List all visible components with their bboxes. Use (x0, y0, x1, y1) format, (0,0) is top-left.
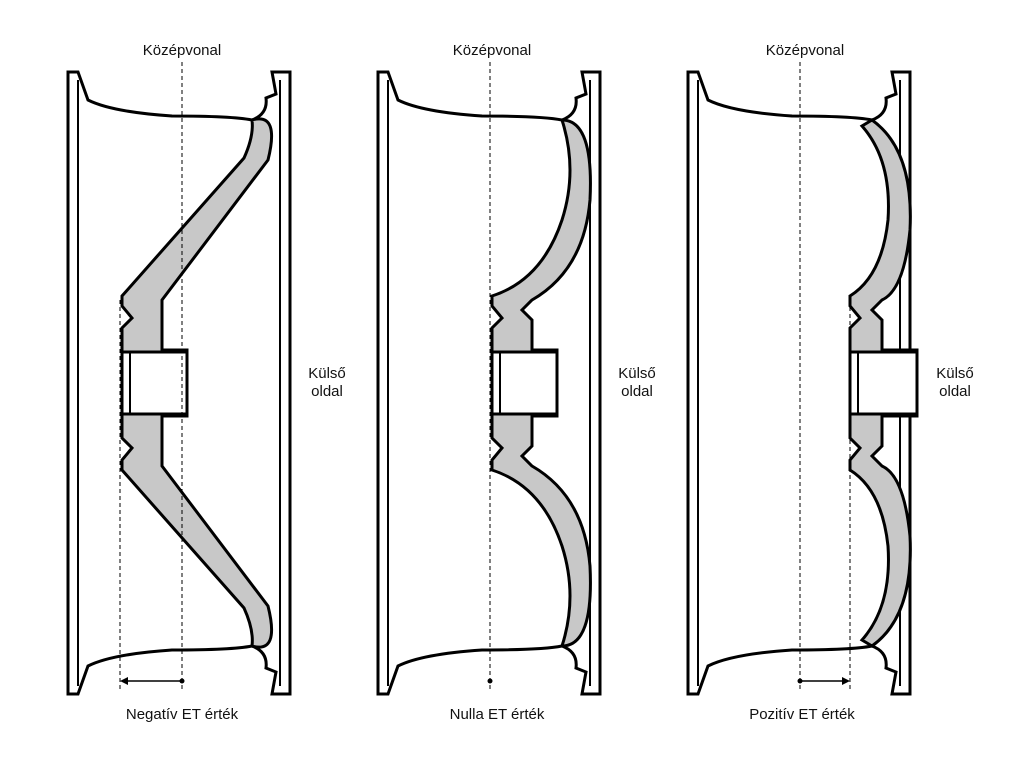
rim-cross-section-positive (686, 62, 919, 696)
centerline-label: Középvonal (765, 42, 845, 59)
centerline-label: Középvonal (142, 42, 222, 59)
outer-side-label: Külső oldal (618, 365, 656, 400)
caption-zero-et: Nulla ET érték (449, 706, 545, 723)
caption-negative-et: Negatív ET érték (125, 706, 239, 723)
wheel-diagram-zero-et: Középvonal Külső oldal Nulla ET érték (332, 0, 656, 768)
wheel-diagram-negative-et: Középvonal Külső oldal Negatív ET érték (22, 0, 346, 768)
outer-side-label: Külső oldal (308, 365, 346, 400)
wheel-diagram-positive-et: Középvonal Külső oldal Pozitív ET érték (642, 0, 974, 768)
rim-cross-section-zero (376, 62, 602, 696)
centerline-label: Középvonal (452, 42, 532, 59)
outer-side-label: Külső oldal (936, 365, 974, 400)
rim-cross-section-negative (66, 62, 292, 696)
caption-positive-et: Pozitív ET érték (749, 706, 855, 723)
